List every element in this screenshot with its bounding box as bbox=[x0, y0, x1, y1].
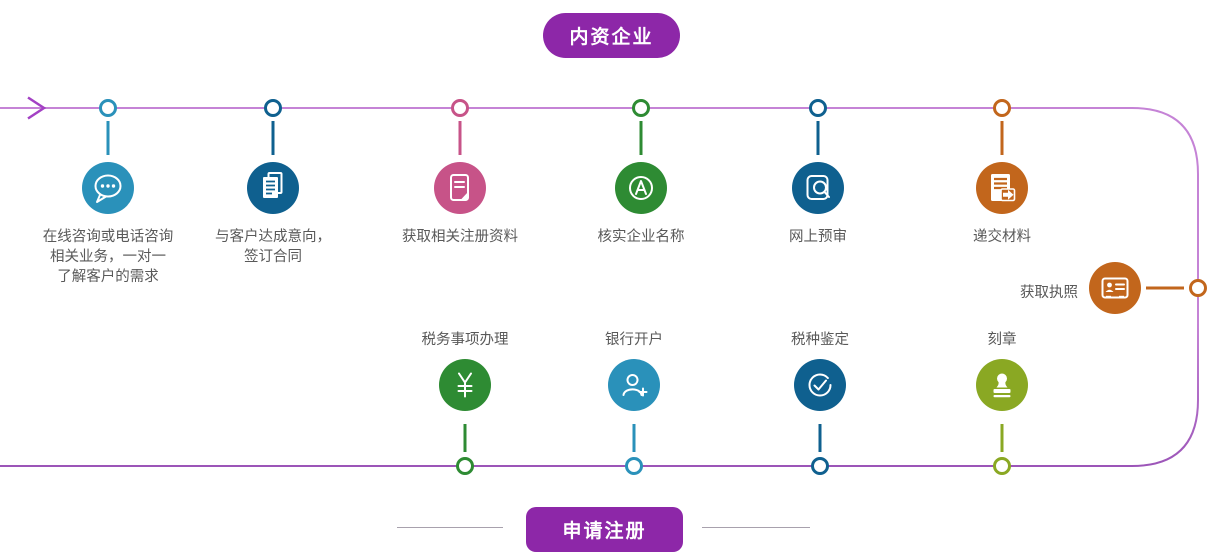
step-label: 相关业务，一对一 bbox=[50, 249, 166, 265]
step-label: 递交材料 bbox=[973, 229, 1031, 245]
step-label: 税种鉴定 bbox=[791, 332, 849, 348]
step-online-consult: 在线咨询或电话咨询 相关业务，一对一 了解客户的需求 bbox=[8, 227, 208, 287]
step-label: 税务事项办理 bbox=[421, 332, 509, 348]
check-circle-icon bbox=[808, 373, 832, 397]
step-collect-materials: 获取相关注册资料 bbox=[360, 227, 560, 247]
timeline-node bbox=[625, 457, 643, 475]
document-submit-arrow-icon bbox=[991, 174, 1016, 202]
yen-currency-icon bbox=[457, 372, 473, 398]
step-bank-account: 银行开户 bbox=[534, 330, 734, 350]
contract-documents-icon bbox=[263, 172, 283, 198]
timeline-node bbox=[1189, 279, 1207, 297]
step-label: 了解客户的需求 bbox=[57, 269, 159, 285]
step-icon-badge bbox=[615, 162, 667, 214]
license-card-icon bbox=[1101, 277, 1129, 299]
divider-left bbox=[397, 527, 503, 528]
badge-apply-register: 申请注册 bbox=[526, 507, 683, 552]
step-verify-name: 核实企业名称 bbox=[541, 227, 741, 247]
registration-form-icon bbox=[450, 174, 469, 201]
step-icon-badge bbox=[434, 162, 486, 214]
letter-a-circle-icon bbox=[629, 176, 653, 200]
step-label: 在线咨询或电话咨询 bbox=[42, 229, 174, 245]
timeline-node bbox=[451, 99, 469, 117]
step-icon-badge bbox=[792, 162, 844, 214]
timeline-node bbox=[264, 99, 282, 117]
divider-right bbox=[702, 527, 810, 528]
step-online-review: 网上预审 bbox=[718, 227, 918, 247]
flow-start-arrow-icon bbox=[27, 96, 47, 120]
step-label: 获取相关注册资料 bbox=[402, 229, 518, 245]
timeline-node bbox=[993, 457, 1011, 475]
step-tax-matters: 税务事项办理 bbox=[365, 330, 565, 350]
step-label: 与客户达成意向， bbox=[215, 229, 331, 245]
step-label: 签订合同 bbox=[244, 249, 302, 265]
step-icon-badge bbox=[439, 359, 491, 411]
chat-bubble-icon bbox=[94, 174, 122, 203]
step-icon-badge bbox=[247, 162, 299, 214]
step-icon-badge bbox=[976, 162, 1028, 214]
stamp-icon bbox=[993, 373, 1011, 398]
step-tax-assessment: 税种鉴定 bbox=[720, 330, 920, 350]
timeline-node bbox=[632, 99, 650, 117]
step-label: 网上预审 bbox=[789, 229, 847, 245]
step-icon-badge bbox=[608, 359, 660, 411]
timeline-node bbox=[99, 99, 117, 117]
step-get-license: 获取执照 bbox=[1020, 285, 1078, 301]
step-sign-contract: 与客户达成意向， 签订合同 bbox=[173, 227, 373, 267]
step-icon-badge bbox=[976, 359, 1028, 411]
timeline-node bbox=[809, 99, 827, 117]
step-submit-materials: 递交材料 bbox=[902, 227, 1102, 247]
timeline-node bbox=[456, 457, 474, 475]
step-label: 银行开户 bbox=[605, 332, 663, 348]
document-search-icon bbox=[806, 175, 830, 200]
timeline-node bbox=[811, 457, 829, 475]
add-user-icon bbox=[622, 374, 648, 397]
step-seal-carving: 刻章 bbox=[902, 330, 1102, 350]
step-label: 刻章 bbox=[987, 332, 1017, 348]
badge-domestic-enterprise: 内资企业 bbox=[543, 13, 680, 58]
step-icon-badge bbox=[82, 162, 134, 214]
timeline-node bbox=[993, 99, 1011, 117]
step-icon-badge bbox=[1089, 262, 1141, 314]
step-label: 核实企业名称 bbox=[597, 229, 685, 245]
step-icon-badge bbox=[794, 359, 846, 411]
